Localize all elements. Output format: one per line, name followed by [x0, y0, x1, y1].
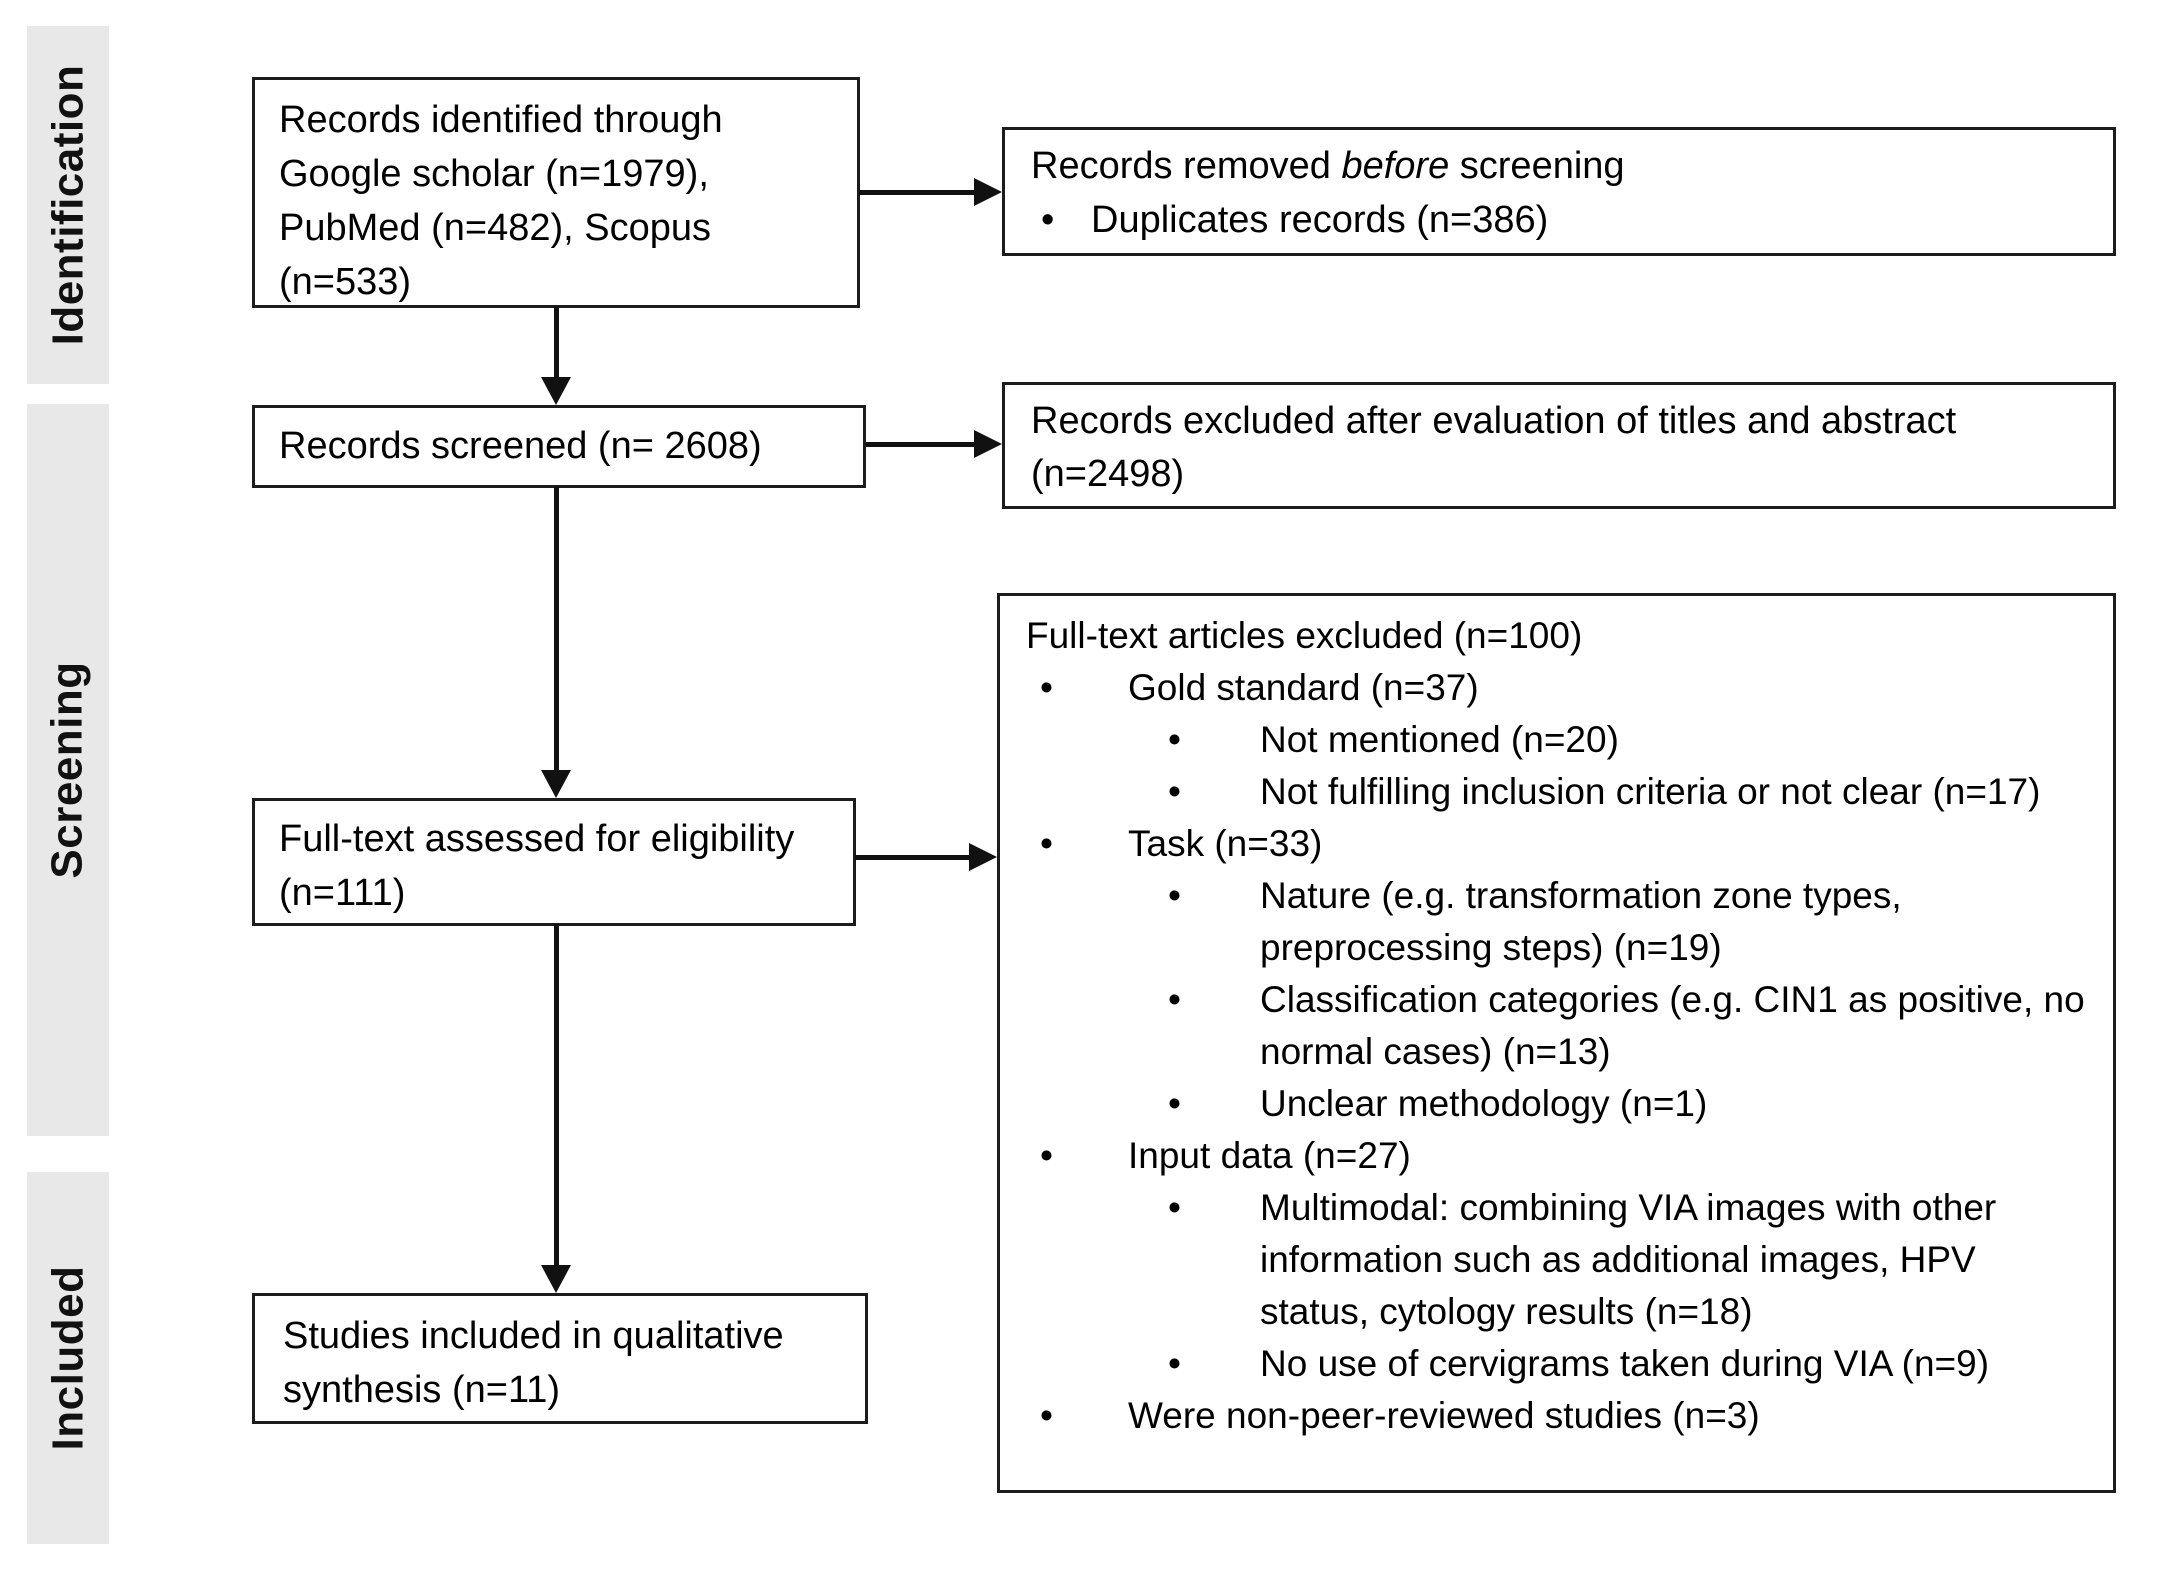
- excluded-item-non-peer-reviewed: Were non-peer-reviewed studies (n=3): [1000, 1390, 2085, 1442]
- records-removed-title-emphasis: before: [1341, 145, 1450, 187]
- box-records-screened: Records screened (n= 2608): [252, 405, 866, 488]
- box-fulltext-articles-excluded: Full-text articles excluded (n=100) Gold…: [997, 593, 2116, 1493]
- records-removed-title-prefix: Records removed: [1031, 145, 1342, 187]
- excluded-item-no-cervigrams: No use of cervigrams taken during VIA (n…: [1000, 1338, 2085, 1390]
- excluded-item-gold-standard: Gold standard (n=37): [1000, 662, 2085, 714]
- arrow-screened-to-fulltext-head: [541, 770, 571, 798]
- excluded-item-multimodal: Multimodal: combining VIA images with ot…: [1000, 1182, 2085, 1338]
- arrow-screened-to-excluded-stem: [866, 442, 974, 447]
- excluded-item-unclear-methodology: Unclear methodology (n=1): [1000, 1078, 2085, 1130]
- arrow-fulltext-to-included-head: [541, 1265, 571, 1293]
- box-records-removed-title: Records removed before screening: [1031, 140, 2087, 194]
- excluded-item-classification: Classification categories (e.g. CIN1 as …: [1000, 974, 2085, 1078]
- excluded-item-nature: Nature (e.g. transformation zone types, …: [1000, 870, 2085, 974]
- box-studies-included: Studies included in qualitative synthesi…: [252, 1293, 868, 1424]
- box-records-removed-before-screening: Records removed before screening Duplica…: [1002, 127, 2116, 256]
- stage-bar-identification: Identification: [27, 26, 109, 384]
- box-records-screened-text: Records screened (n= 2608): [279, 424, 762, 467]
- excluded-item-input-data: Input data (n=27): [1000, 1130, 2085, 1182]
- stage-bar-included: Included: [27, 1172, 109, 1544]
- box-fulltext-assessed: Full-text assessed for eligibility (n=11…: [252, 798, 856, 926]
- records-removed-title-suffix: screening: [1449, 145, 1625, 187]
- arrow-identified-to-removed-stem: [859, 190, 974, 195]
- fulltext-excluded-title: Full-text articles excluded (n=100): [1026, 615, 1583, 656]
- stage-label-screening: Screening: [43, 661, 92, 879]
- box-fulltext-assessed-text: Full-text assessed for eligibility (n=11…: [279, 818, 795, 914]
- box-records-excluded-titles-abstract: Records excluded after evaluation of tit…: [1002, 382, 2116, 509]
- stage-label-included: Included: [43, 1265, 92, 1451]
- stage-label-identification: Identification: [43, 64, 92, 346]
- box-records-excluded-text: Records excluded after evaluation of tit…: [1031, 400, 1957, 496]
- excluded-item-task: Task (n=33): [1000, 818, 2085, 870]
- arrow-identified-to-screened-head: [541, 377, 571, 405]
- arrow-identified-to-removed-head: [974, 178, 1002, 206]
- stage-bar-screening: Screening: [27, 404, 109, 1136]
- box-records-identified-text: Records identified through Google schola…: [279, 99, 723, 303]
- excluded-item-not-fulfilling: Not fulfilling inclusion criteria or not…: [1000, 766, 2085, 818]
- box-studies-included-text: Studies included in qualitative synthesi…: [283, 1315, 784, 1411]
- arrow-screened-to-excluded-head: [974, 430, 1002, 458]
- arrow-fulltext-to-included-stem: [554, 924, 559, 1265]
- arrow-fulltext-to-excluded-stem: [855, 855, 969, 860]
- arrow-screened-to-fulltext-stem: [554, 487, 559, 770]
- duplicates-records-bullet: Duplicates records (n=386): [1031, 194, 2087, 248]
- box-records-identified: Records identified through Google schola…: [252, 77, 860, 308]
- arrow-fulltext-to-excluded-head: [969, 843, 997, 871]
- arrow-identified-to-screened-stem: [554, 307, 559, 377]
- excluded-item-not-mentioned: Not mentioned (n=20): [1000, 714, 2085, 766]
